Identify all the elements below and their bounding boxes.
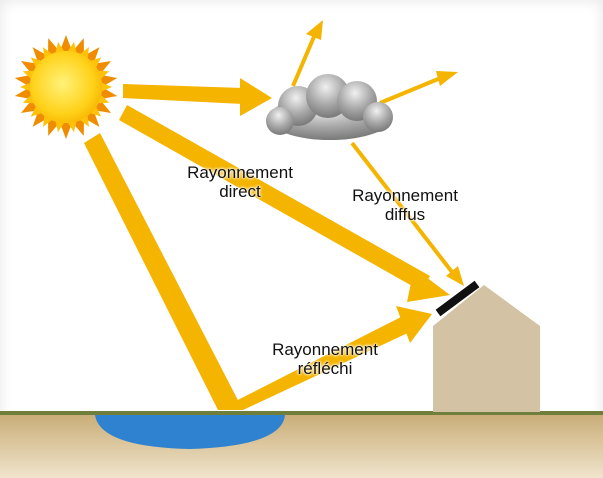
solar-panel-icon <box>435 280 480 317</box>
direct-ray-shaft <box>119 105 430 291</box>
diffuse-arrowhead-right <box>436 71 458 86</box>
reflected-ray-outgoing <box>218 316 412 410</box>
diffuse-rays <box>291 31 454 274</box>
label-direct-line1: Rayonnement <box>187 163 293 182</box>
label-reflected-radiation: Rayonnement réfléchi <box>245 340 405 378</box>
reflected-ray-incoming <box>84 133 243 410</box>
label-direct-radiation: Rayonnement direct <box>170 163 310 201</box>
diffuse-ray-up <box>291 31 318 87</box>
ground <box>0 413 603 478</box>
label-reflechi-line2: réfléchi <box>297 359 353 378</box>
water-pond-icon <box>95 415 285 449</box>
diffuse-ray-down <box>350 141 454 274</box>
diffuse-arrowhead-down <box>446 266 464 286</box>
cloud-ray <box>123 78 272 116</box>
diffuse-ray-right <box>379 75 444 105</box>
diffuse-arrowhead-up <box>306 20 323 40</box>
sun-icon <box>14 35 118 139</box>
diffuse-arrowheads <box>306 20 464 286</box>
cloud-ray-arrowhead <box>240 78 272 116</box>
cloud-icon <box>266 74 393 140</box>
label-reflechi-line1: Rayonnement <box>272 340 378 359</box>
house-icon <box>433 285 540 412</box>
direct-ray <box>119 105 450 302</box>
direct-ray-arrowhead <box>407 268 450 302</box>
reflected-ray-arrowhead <box>396 306 432 343</box>
label-diffus-line2: diffus <box>384 205 426 224</box>
label-diffuse-radiation: Rayonnement diffus <box>330 186 480 224</box>
label-direct-line2: direct <box>219 182 261 201</box>
cloud-ray-shaft <box>123 84 243 104</box>
label-diffus-line1: Rayonnement <box>352 186 458 205</box>
reflected-ray <box>84 133 432 410</box>
